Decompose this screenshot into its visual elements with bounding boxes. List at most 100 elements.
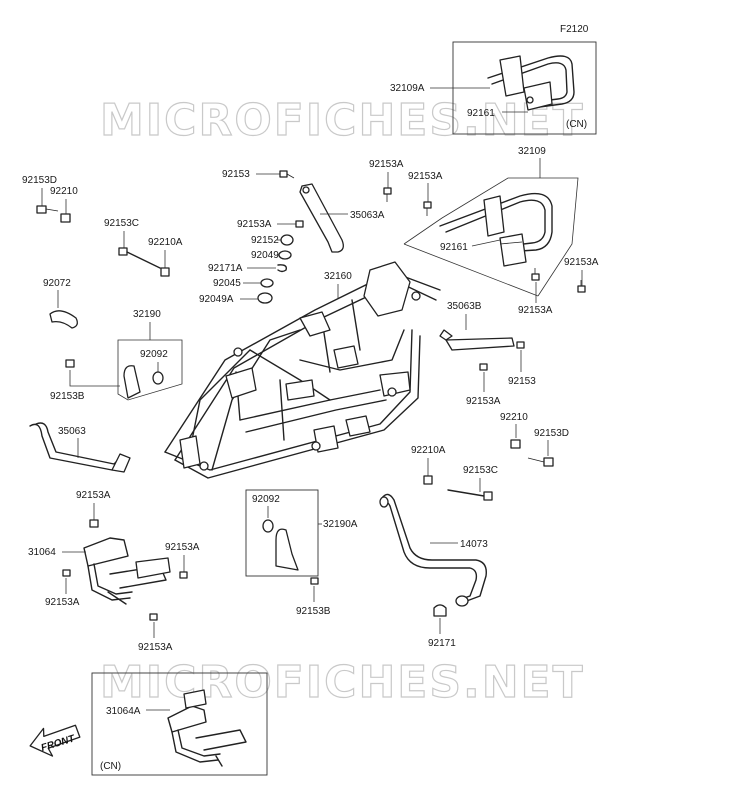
label-92153A-7: 92153A [76,490,111,501]
label-92153A-9: 92153A [45,597,80,608]
bolt-92153 [279,170,295,179]
nut-92210A-right [423,475,433,485]
label-92210A: 92210A [148,237,183,248]
label-35063: 35063 [58,426,86,437]
hose-14073-drawing [379,493,487,607]
label-92153A-10: 92153A [138,642,173,653]
bolt-92153A-4 [531,268,540,281]
bolt-92153C-right [447,489,493,501]
bolt-92153A-8 [179,571,188,579]
label-92153B: 92153B [50,391,85,402]
bolt-92153A-5 [295,220,304,228]
bar-35063-drawing [29,422,131,473]
label-cn-bottom: (CN) [100,761,121,772]
label-92153A-8: 92153A [165,542,200,553]
clamp-92171 [433,604,447,617]
bolt-92153A-10 [149,613,158,621]
bolt-92153C [118,247,161,269]
label-92153A-5: 92153A [237,219,272,230]
band-92072 [49,310,78,329]
bracket-32190-box [117,339,183,401]
bolt-92153D [36,205,59,214]
grommet-92049A [257,292,273,304]
label-92153: 92153 [222,169,250,180]
front-arrow-icon: FRONT [29,724,81,757]
label-14073: 14073 [460,539,488,550]
bearing-92045 [260,278,274,288]
label-92153D-right: 92153D [534,428,569,439]
label-92072: 92072 [43,278,71,289]
label-92092: 92092 [140,349,168,360]
label-92161: 92161 [440,242,468,253]
bracket-35063B-tab [439,329,453,341]
bolt-92153A-9 [62,569,71,577]
label-92171A: 92171A [208,263,243,274]
label-92210A-right: 92210A [411,445,446,456]
label-92153A-3: 92153A [564,257,599,268]
collar-92152 [280,234,294,246]
label-cn-top: (CN) [566,119,587,130]
label-92210: 92210 [50,186,78,197]
bolt-92153A-7 [89,519,99,528]
bolt-92153A-6 [479,363,488,371]
label-92153A-6: 92153A [466,396,501,407]
label-92049: 92049 [251,250,279,261]
label-32109A: 32109A [390,83,425,94]
main-frame-drawing [164,261,441,479]
bracket-32190A [275,528,299,571]
bracket-32190 [123,365,141,399]
label-92171: 92171 [428,638,456,649]
label-92092-b: 92092 [252,494,280,505]
grommet-92092-b [262,519,274,533]
rear-carrier-cn-drawing [487,55,575,111]
rear-carrier-drawing [439,192,553,267]
bolt-92153A-3 [577,280,586,293]
inset-box-31064A-cn [91,672,268,776]
label-31064A: 31064A [106,706,141,717]
bolt-92153-right [516,341,525,349]
label-32160: 32160 [324,271,352,282]
label-92153B-b: 92153B [296,606,331,617]
bolt-92153B [65,359,75,368]
figure-code: F2120 [560,24,589,35]
label-92152: 92152 [251,235,279,246]
label-92153D: 92153D [22,175,57,186]
label-92153A-4: 92153A [518,305,553,316]
bracket-31064A-drawing [167,689,247,767]
bracket-35063A-drawing [299,183,344,253]
label-92153-right: 92153 [508,376,536,387]
rear-carrier-outline-box [403,177,579,297]
clip-92171A [277,264,288,273]
label-92153C: 92153C [104,218,139,229]
nut-92210A [160,267,170,277]
bolt-92153A-1 [383,187,392,202]
label-92045: 92045 [213,278,241,289]
bolt-92153D-right [527,457,554,467]
watermark-bottom: MICROFICHES.NET [100,657,585,708]
label-35063B: 35063B [447,301,482,312]
label-92153C-right: 92153C [463,465,498,476]
label-31064: 31064 [28,547,56,558]
nut-92210 [60,213,71,223]
label-32109: 32109 [518,146,546,157]
label-32190: 32190 [133,309,161,320]
grommet-92092 [152,371,164,385]
label-92153A-1: 92153A [369,159,404,170]
inset-box-32190A [245,489,319,577]
label-92161-top: 92161 [467,108,495,119]
grommet-92049 [278,250,292,260]
bracket-31064-drawing [83,537,171,605]
watermark-top: MICROFICHES.NET [100,95,585,146]
label-35063A: 35063A [350,210,385,221]
label-92153A-2: 92153A [408,171,443,182]
label-32190A: 32190A [323,519,358,530]
leader-92153B [69,370,120,387]
bolt-92153B-b [310,577,319,585]
bracket-35063B [445,337,515,351]
leader-92161 [471,239,501,247]
label-92049A: 92049A [199,294,234,305]
nut-92210-right [510,439,521,449]
bolt-92153A-2 [423,201,432,216]
label-92210-right: 92210 [500,412,528,423]
